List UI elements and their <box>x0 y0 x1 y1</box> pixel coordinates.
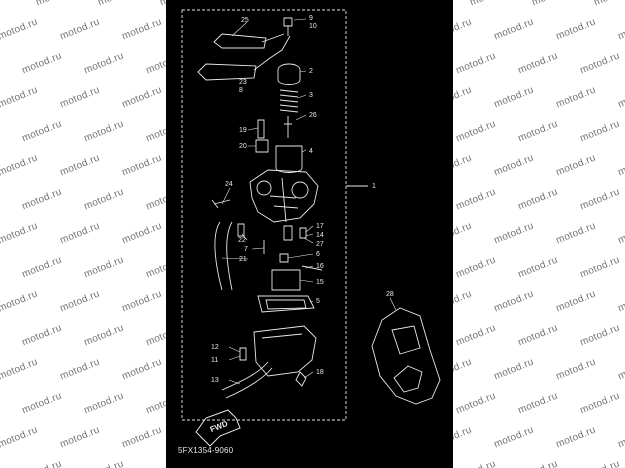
callout-9: 9 <box>309 15 313 22</box>
part-float-15 <box>271 269 301 291</box>
part-cable-tube <box>253 33 291 71</box>
callout-20: 20 <box>239 143 247 150</box>
part-float-bowl <box>253 325 317 377</box>
callout-1: 1 <box>372 183 376 190</box>
callout-19: 19 <box>239 127 247 134</box>
part-cap <box>277 63 301 85</box>
part-body-detail <box>269 177 299 223</box>
drawing-code: 5FX1354-9060 <box>178 446 234 455</box>
part-screw-top <box>283 17 293 36</box>
callout-3: 3 <box>309 92 313 99</box>
callout-12: 12 <box>211 344 219 351</box>
part-jets <box>283 225 307 241</box>
callout-17: 17 <box>316 223 324 230</box>
part-bore-left <box>256 180 272 196</box>
callout-11: 11 <box>211 357 218 364</box>
callout-15: 15 <box>316 279 324 286</box>
callout-leaders <box>221 18 314 385</box>
callout-10: 10 <box>309 23 317 30</box>
callout-8: 8 <box>239 87 243 94</box>
part-28-manifold <box>371 307 441 405</box>
callout-23: 23 <box>239 79 247 86</box>
part-bowl-screw-18 <box>295 371 307 387</box>
part-needle <box>284 116 292 138</box>
callout-22: 22 <box>238 237 246 244</box>
part-throttle-cable-upper <box>213 33 267 49</box>
callout-21: 21 <box>239 256 247 263</box>
callout-7: 7 <box>244 246 248 253</box>
part-choke-lever <box>211 199 231 209</box>
part-throttle-cable-lower <box>197 63 257 81</box>
callout-26: 26 <box>309 112 317 119</box>
part-gasket-5 <box>257 295 315 313</box>
callout-6: 6 <box>316 251 320 258</box>
callout-24: 24 <box>225 181 233 188</box>
part-fuel-hose-21 <box>214 221 233 291</box>
callout-27: 27 <box>316 241 324 248</box>
part-needle-valve-6 <box>279 253 289 263</box>
callout-13: 13 <box>211 377 219 384</box>
callout-14: 14 <box>316 232 324 239</box>
part-collar-20 <box>255 139 269 153</box>
callout-2: 2 <box>309 68 313 75</box>
part-bore-right <box>291 181 309 199</box>
callout-16: 16 <box>316 263 324 270</box>
black-sheet <box>166 0 453 468</box>
callout-25: 25 <box>241 17 249 24</box>
part-carburetor-body <box>249 169 319 223</box>
fwd-arrow-icon <box>195 409 241 447</box>
part-bolt-19 <box>257 119 265 139</box>
part-drain-hose-13 <box>221 361 273 399</box>
part-throttle-valve <box>275 145 303 173</box>
part-float-pin-16 <box>301 265 323 271</box>
part-28-leader <box>389 297 397 311</box>
callout-5: 5 <box>316 298 320 305</box>
callout-18: 18 <box>316 369 324 376</box>
part-spring <box>279 89 299 113</box>
callout-28: 28 <box>386 291 394 298</box>
callout-4: 4 <box>309 148 313 155</box>
